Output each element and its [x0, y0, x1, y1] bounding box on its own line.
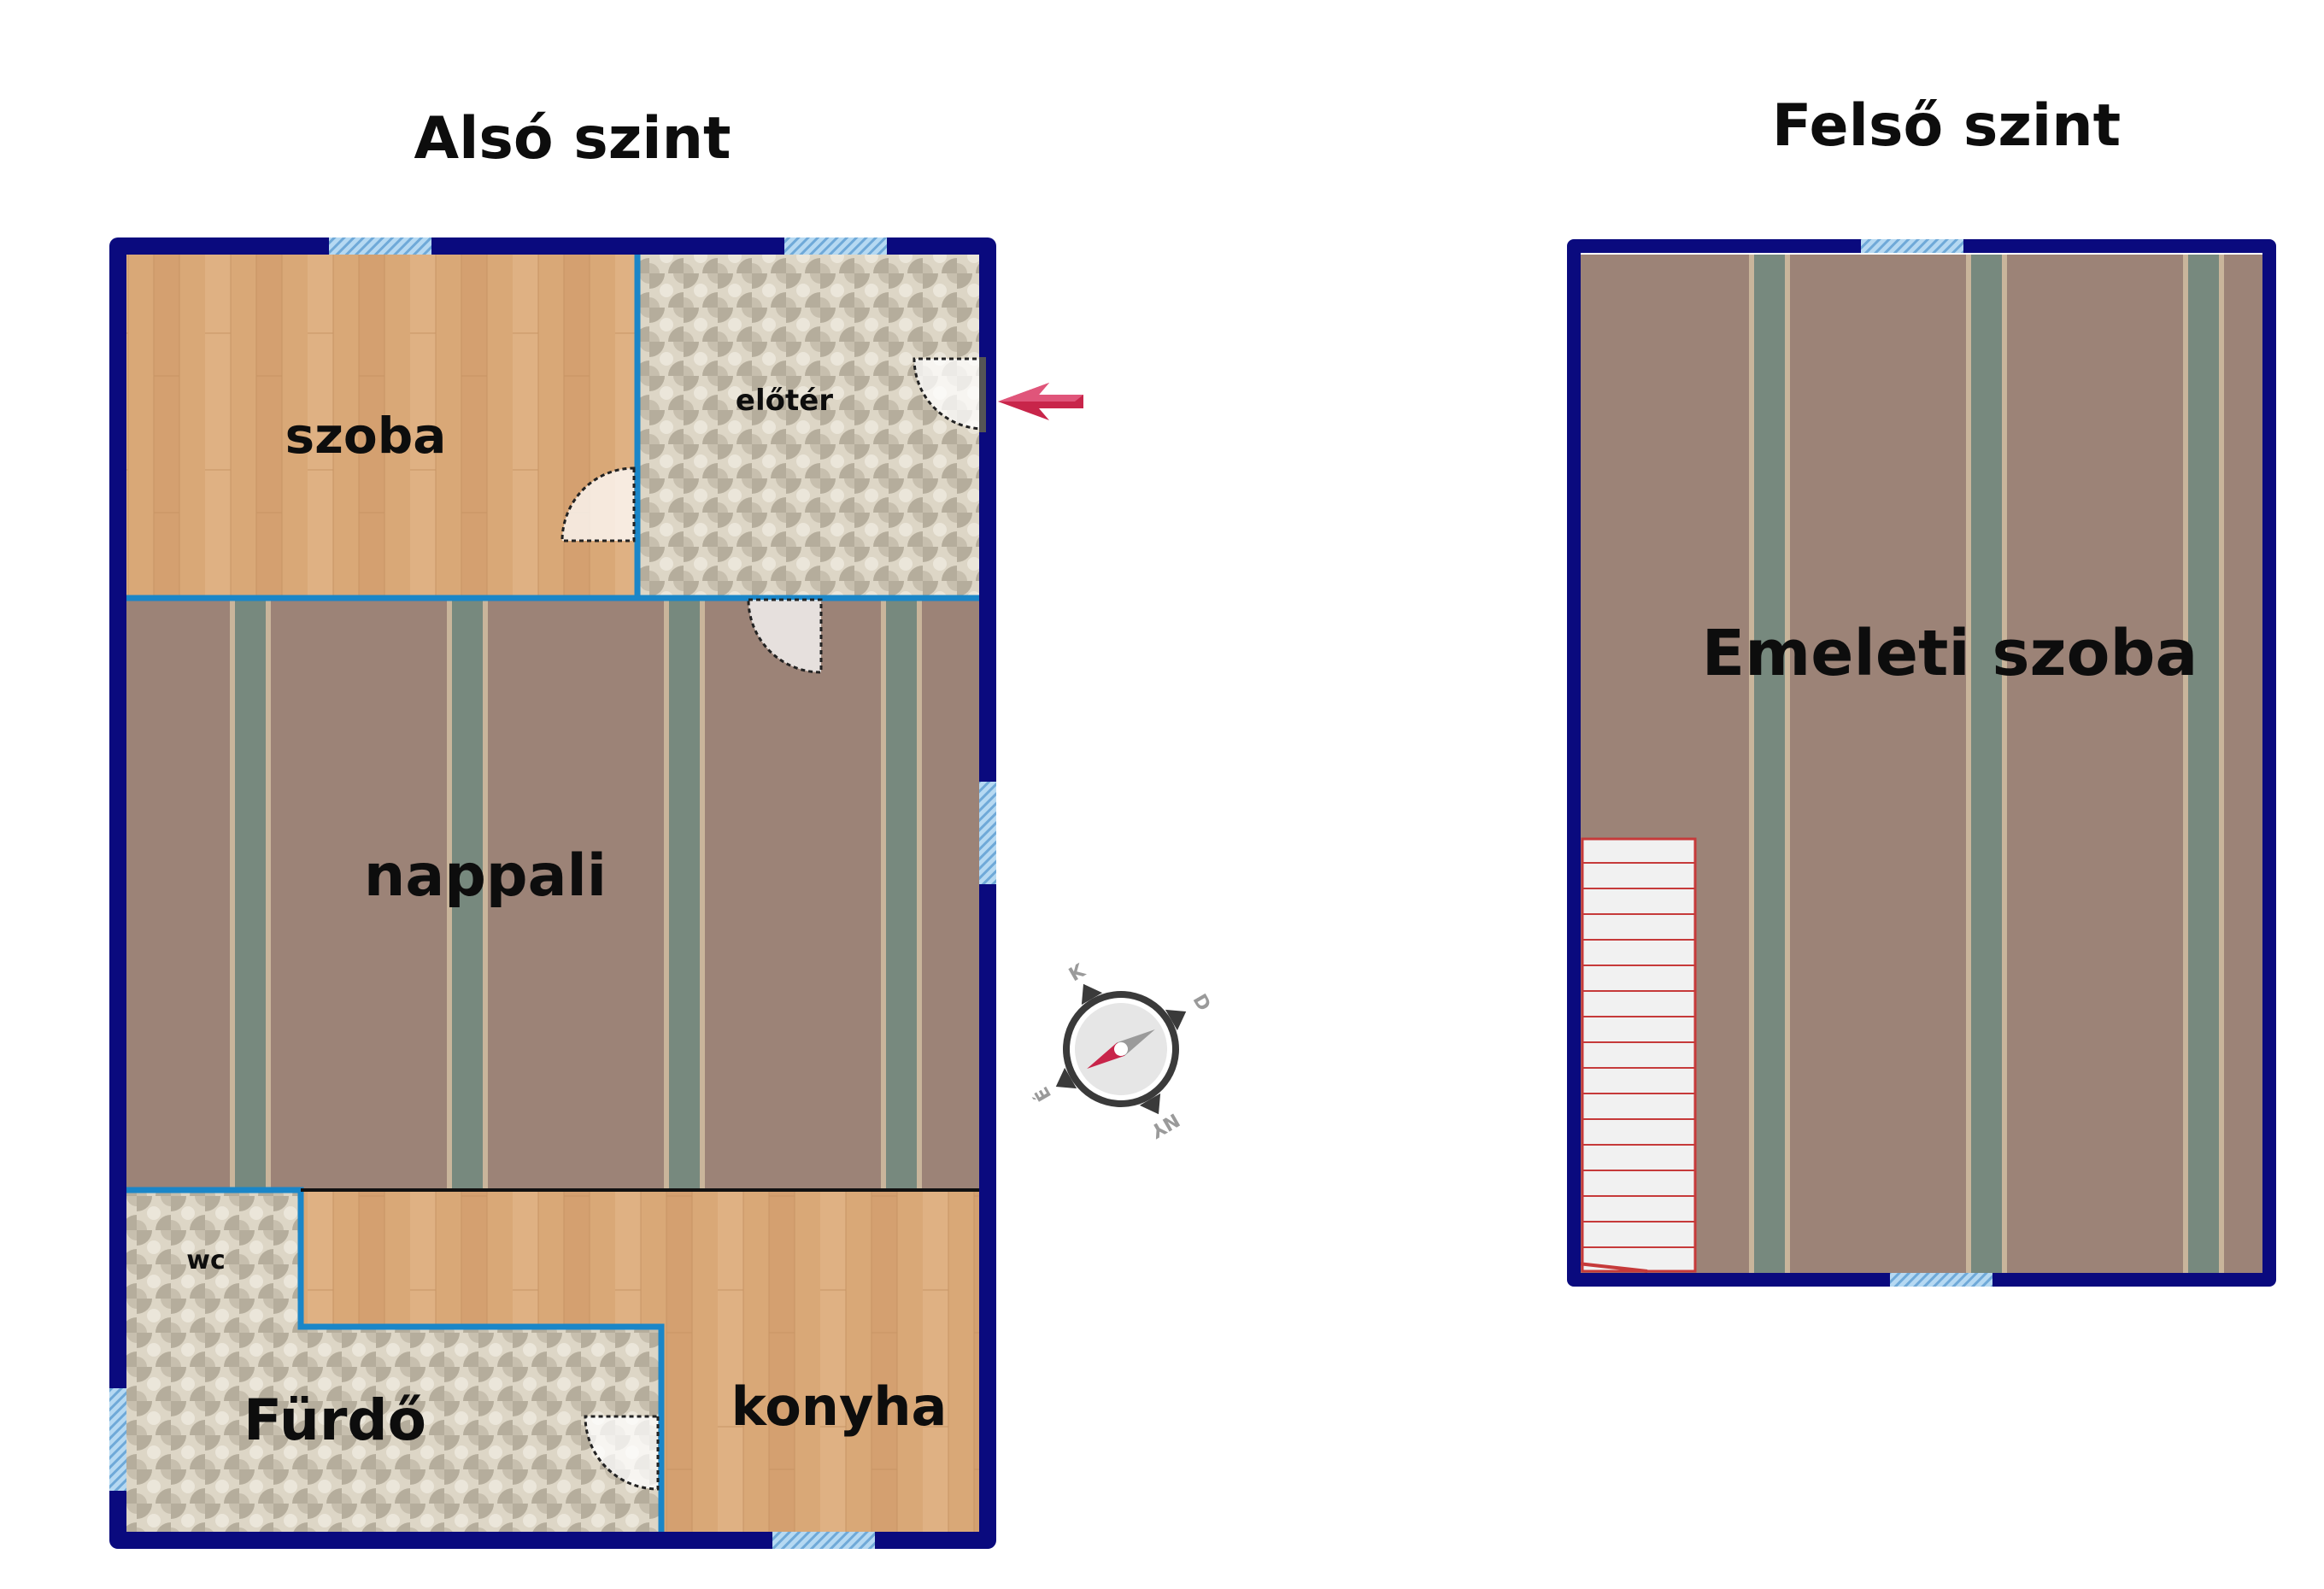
room-eloter-floor — [637, 255, 979, 596]
lower-floor-plan: szoba előtér nappali wc Fürdő konyha — [109, 237, 996, 1549]
upper-floor-plan: Emeleti szoba — [1567, 239, 2276, 1287]
window — [772, 1532, 875, 1549]
door-szoba — [560, 466, 636, 542]
entrance-arrow-icon — [998, 383, 1083, 420]
lower-outer-wall — [109, 237, 996, 1549]
entrance-door-leaf — [979, 357, 986, 432]
room-label-furdo: Fürdő — [244, 1387, 426, 1453]
room-label-eloter: előtér — [736, 384, 833, 418]
compass-label-e: É — [1030, 1082, 1056, 1105]
room-label-emeleti: Emeleti szoba — [1702, 617, 2198, 690]
window — [784, 237, 887, 255]
lower-floor-title: Alsó szint — [414, 105, 731, 173]
door-furdo — [584, 1415, 660, 1491]
room-furdo-wc-floor — [126, 1190, 660, 1532]
window — [979, 782, 996, 884]
window — [1890, 1273, 1992, 1287]
compass-label-k: K — [1065, 960, 1089, 987]
window — [329, 237, 431, 255]
compass-label-d: D — [1188, 991, 1215, 1015]
inner-walls — [126, 255, 979, 1532]
door-nappali — [747, 598, 823, 674]
room-label-konyha: konyha — [731, 1375, 948, 1438]
compass-icon: K D NY É — [1030, 960, 1215, 1142]
staircase — [1570, 837, 1697, 1273]
window — [1861, 239, 1963, 253]
room-label-nappali: nappali — [364, 842, 607, 910]
doors — [560, 357, 986, 1491]
window — [109, 1388, 126, 1491]
room-label-wc: wc — [186, 1246, 226, 1275]
room-szoba-floor — [126, 255, 637, 596]
compass-label-ny: NY — [1146, 1108, 1183, 1141]
upper-floor-title: Felső szint — [1772, 92, 2121, 160]
door-eloter-entrance — [913, 357, 986, 431]
room-label-szoba: szoba — [285, 407, 447, 465]
room-nappali-floor — [126, 596, 979, 1190]
